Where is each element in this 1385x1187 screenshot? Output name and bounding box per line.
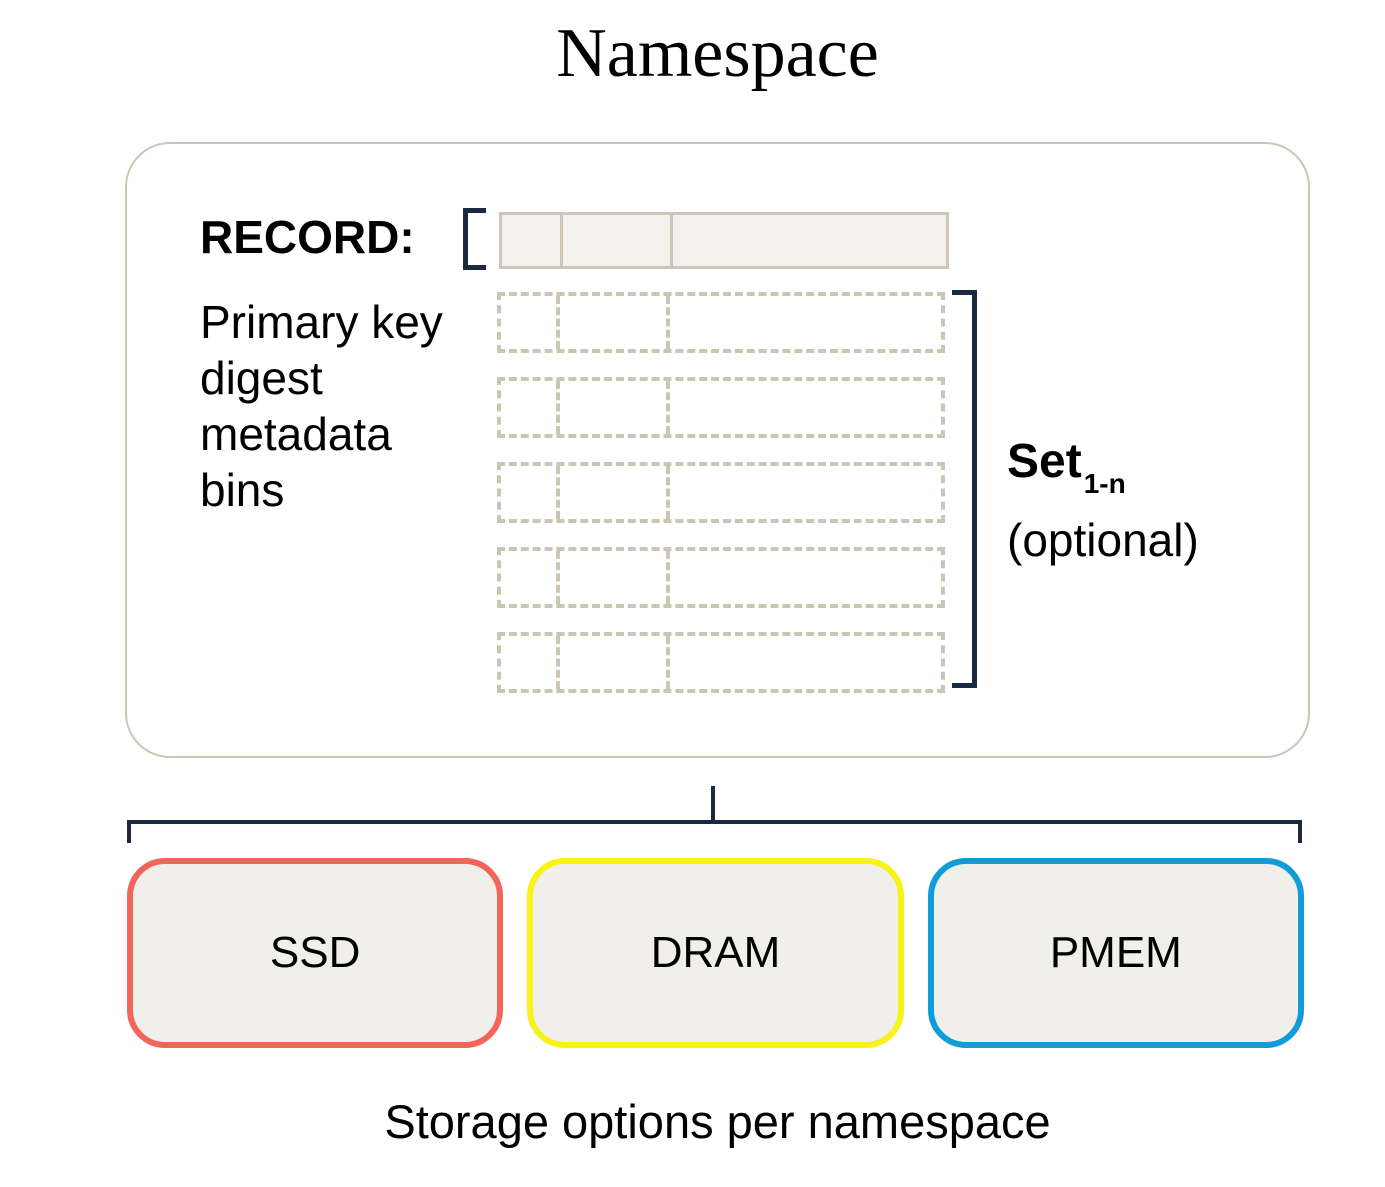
record-row-divider xyxy=(666,381,670,434)
record-cell-divider xyxy=(560,215,563,266)
storage-options-row: SSD DRAM PMEM xyxy=(127,858,1304,1048)
record-rows xyxy=(497,292,945,717)
namespace-container: RECORD: Primary key digest metadata bins… xyxy=(125,142,1310,758)
storage-box-dram: DRAM xyxy=(527,858,904,1048)
record-row xyxy=(497,377,945,438)
record-cell-divider xyxy=(670,215,673,266)
storage-caption: Storage options per namespace xyxy=(384,1095,1051,1148)
record-row xyxy=(497,547,945,608)
record-row-divider xyxy=(666,466,670,519)
set-close-bracket xyxy=(952,290,977,688)
field-label-primary-key: Primary key xyxy=(200,296,443,348)
record-row-divider xyxy=(556,381,560,434)
storage-label-pmem: PMEM xyxy=(1049,928,1182,977)
storage-box-pmem: PMEM xyxy=(927,858,1304,1048)
record-field-labels: Primary key digest metadata bins xyxy=(200,294,443,518)
set-label-group: Set1-n (optional) xyxy=(1007,435,1199,567)
set-subscript: 1-n xyxy=(1083,468,1126,499)
record-row xyxy=(497,632,945,693)
field-label-bins: bins xyxy=(200,464,285,516)
record-open-bracket xyxy=(463,208,486,270)
storage-label-dram: DRAM xyxy=(650,928,781,977)
record-row-divider xyxy=(556,296,560,349)
diagram-title: Namespace xyxy=(556,15,879,92)
record-row-divider xyxy=(556,636,560,689)
record-label: RECORD: xyxy=(200,211,415,263)
record-row xyxy=(497,292,945,353)
storage-label-ssd: SSD xyxy=(269,928,361,977)
record-row-divider xyxy=(556,551,560,604)
record-box xyxy=(499,212,949,269)
field-label-digest: digest xyxy=(200,352,323,404)
record-row-divider xyxy=(666,636,670,689)
field-label-metadata: metadata xyxy=(200,408,392,460)
record-row-divider xyxy=(666,296,670,349)
record-row-divider xyxy=(666,551,670,604)
connector-stem-line xyxy=(711,786,715,822)
connector-bracket-line xyxy=(127,820,1302,843)
record-row-divider xyxy=(556,466,560,519)
storage-box-ssd: SSD xyxy=(127,858,504,1048)
set-optional-note: (optional) xyxy=(1007,514,1199,566)
record-row xyxy=(497,462,945,523)
set-label: Set1-n xyxy=(1007,435,1126,500)
